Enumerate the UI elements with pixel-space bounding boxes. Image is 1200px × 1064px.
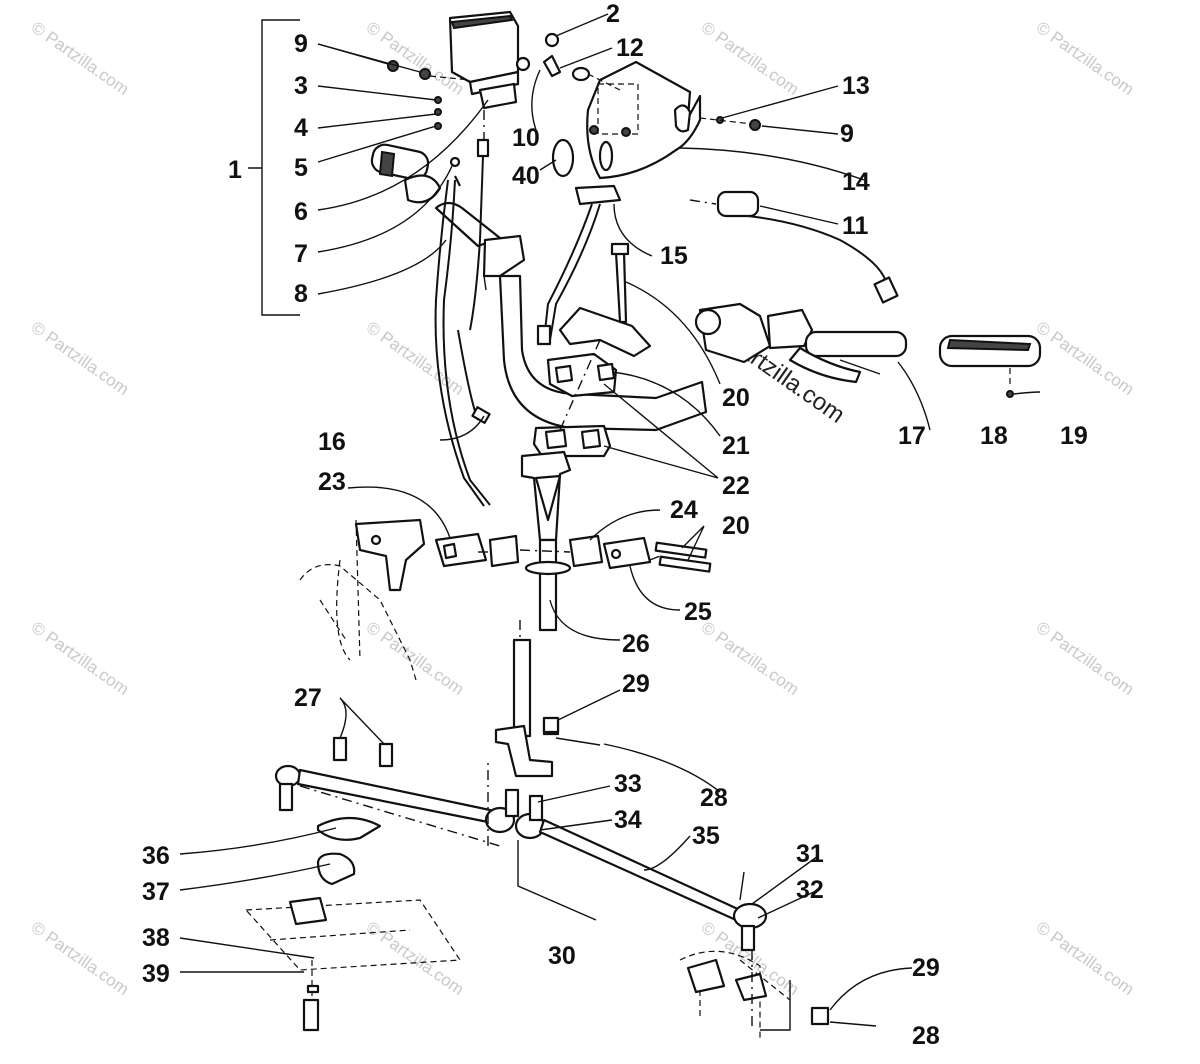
callout-3: 3 bbox=[294, 72, 308, 100]
callout-38: 38 bbox=[142, 924, 170, 952]
right-grip-18 bbox=[938, 334, 1042, 398]
wire-harness-15 bbox=[536, 184, 622, 346]
callout-8: 8 bbox=[294, 280, 308, 308]
watermark: © Partzilla.com bbox=[28, 918, 133, 999]
callout-37: 37 bbox=[142, 878, 170, 906]
callout-28b: 28 bbox=[912, 1022, 940, 1050]
callout-21: 21 bbox=[722, 432, 750, 460]
cable-parts bbox=[434, 138, 491, 507]
watermark: © Partzilla.com bbox=[698, 618, 803, 699]
watermark: © Partzilla.com bbox=[1033, 318, 1138, 399]
watermark: © Partzilla.com bbox=[698, 18, 803, 99]
callout-13: 13 bbox=[842, 72, 870, 100]
frame-outline-lower-right bbox=[679, 950, 877, 1040]
callout-6: 6 bbox=[294, 198, 308, 226]
callout-10: 10 bbox=[512, 124, 540, 152]
callout-2: 2 bbox=[606, 0, 620, 28]
tie-rod-left bbox=[274, 764, 520, 886]
frame-outline-lower-left bbox=[244, 896, 462, 1032]
headlight-cover-part bbox=[586, 60, 702, 180]
callout-29b: 29 bbox=[912, 954, 940, 982]
switch-11 bbox=[689, 190, 899, 304]
group-1-bracket bbox=[248, 19, 300, 316]
watermark: © Partzilla.com bbox=[363, 618, 468, 699]
callout-4: 4 bbox=[294, 114, 308, 142]
tie-rod-right bbox=[514, 794, 768, 952]
callout-19: 19 bbox=[1060, 422, 1088, 450]
watermark: © Partzilla.com bbox=[28, 618, 133, 699]
callout-31: 31 bbox=[796, 840, 824, 868]
steering-post-part bbox=[494, 450, 572, 778]
callout-32: 32 bbox=[796, 876, 824, 904]
callout-24: 24 bbox=[670, 496, 698, 524]
frame-outline-left bbox=[299, 518, 426, 681]
speedometer-screws bbox=[387, 60, 471, 130]
callout-29a: 29 bbox=[622, 670, 650, 698]
callout-14: 14 bbox=[842, 168, 870, 196]
callout-40: 40 bbox=[512, 162, 540, 190]
speedometer-part bbox=[448, 10, 531, 110]
clamp-23-24-25 bbox=[434, 532, 712, 573]
bracket-top-part bbox=[546, 242, 652, 398]
callout-22: 22 bbox=[722, 472, 750, 500]
callout-23: 23 bbox=[318, 468, 346, 496]
callout-5: 5 bbox=[294, 154, 308, 182]
callout-7: 7 bbox=[294, 240, 308, 268]
watermark: © Partzilla.com bbox=[363, 318, 468, 399]
callout-30: 30 bbox=[548, 942, 576, 970]
watermark: © Partzilla.com bbox=[1033, 18, 1138, 99]
callout-33: 33 bbox=[614, 770, 642, 798]
watermark: © Partzilla.com bbox=[1033, 918, 1138, 999]
leader-lines bbox=[179, 13, 1041, 1011]
bolts-27-29 bbox=[332, 716, 601, 768]
callout-labels: 1 2 3 4 5 6 7 8 9 9 10 11 12 13 14 15 16… bbox=[142, 0, 1088, 1050]
small-hardware-top bbox=[542, 32, 761, 178]
callout-35: 35 bbox=[692, 822, 720, 850]
clamp-22 bbox=[532, 424, 612, 458]
callout-11: 11 bbox=[842, 212, 869, 240]
callout-12: 12 bbox=[616, 34, 644, 62]
callout-1: 1 bbox=[228, 156, 242, 184]
brake-lever-17 bbox=[694, 302, 908, 384]
assembly-guide-lines bbox=[299, 110, 753, 1030]
callout-9b: 9 bbox=[840, 120, 854, 148]
watermark: © Partzilla.com bbox=[1033, 618, 1138, 699]
handlebar-part bbox=[482, 234, 708, 432]
watermark: © Partzilla.com bbox=[28, 18, 133, 99]
callout-39: 39 bbox=[142, 960, 170, 988]
callout-25: 25 bbox=[684, 598, 712, 626]
callout-20b: 20 bbox=[722, 512, 750, 540]
watermark: © Partzilla.com bbox=[28, 318, 133, 399]
callout-36: 36 bbox=[142, 842, 170, 870]
callout-28a: 28 bbox=[700, 784, 728, 812]
callout-15: 15 bbox=[660, 242, 688, 270]
callout-17: 17 bbox=[898, 422, 926, 450]
callout-26: 26 bbox=[622, 630, 650, 658]
callout-18: 18 bbox=[980, 422, 1008, 450]
callout-16: 16 bbox=[318, 428, 346, 456]
callout-9a: 9 bbox=[294, 30, 308, 58]
callout-34: 34 bbox=[614, 806, 642, 834]
callout-27: 27 bbox=[294, 684, 322, 712]
watermark: © Partzilla.com bbox=[363, 918, 468, 999]
callout-20a: 20 bbox=[722, 384, 750, 412]
